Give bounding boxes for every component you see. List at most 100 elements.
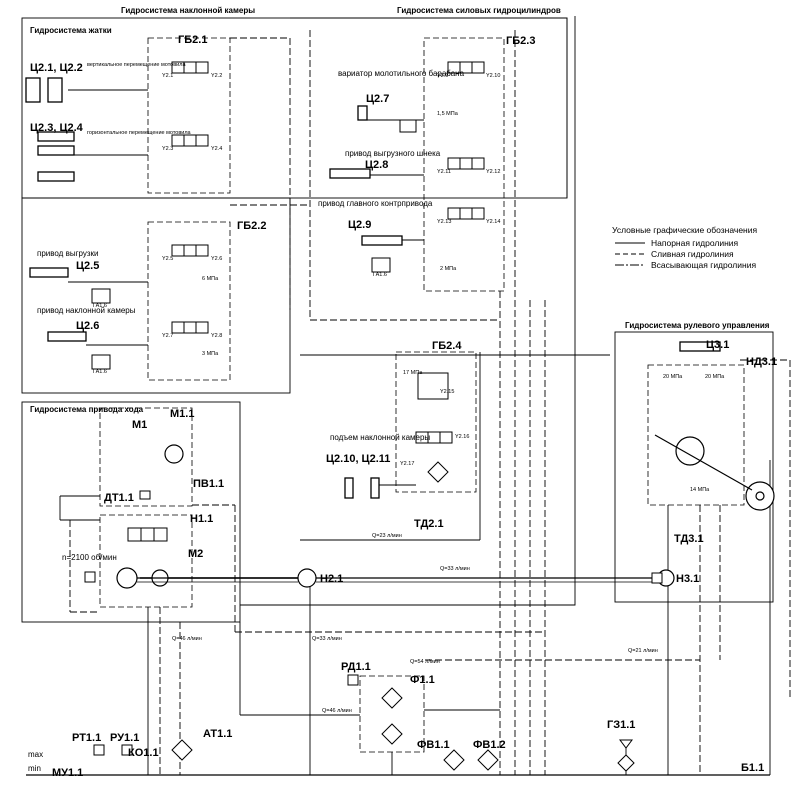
y24: Y2.4 [211,146,222,152]
y216: Y2.16 [455,434,469,440]
y212: Y2.12 [486,169,500,175]
m2-label: М2 [188,548,203,560]
frame-camera [21,197,291,394]
dt11-label: ДТ1.1 [104,492,134,504]
drive-system-title: Гидросистема привода хода [30,405,144,414]
y27: Y2.7 [162,333,173,339]
gb21-frame [147,37,231,194]
gb22-frame [147,221,231,381]
frame-drive [21,401,241,623]
y28: Y2.8 [211,333,222,339]
nd31-label: НД3.1 [746,356,777,368]
td21-label: ТД2.1 [414,518,444,530]
ga-label-1: ГА1.6 [93,303,107,309]
ko11-label: КО1.1 [128,747,159,759]
variator-caption: вариатор молотильного барабана [338,69,465,78]
y215: Y2.15 [440,389,454,395]
q33-label-2: Q=33 л/мин [312,636,342,642]
y22: Y2.2 [211,73,222,79]
n11-label: Н1.1 [190,513,213,525]
q23-label: Q=23 л/мин [372,533,402,539]
legend-item-pressure: Напорная гидролиния [651,238,739,248]
q54-label: Q=54 л/мин [410,659,440,665]
at11-label: АТ1.1 [203,728,232,740]
frame-cyl-bottom [240,16,576,606]
legend-item-drain: Сливная гидролиния [651,249,734,259]
q46-label: Q=46 л/мин [172,636,202,642]
m1-label: М1 [132,419,147,431]
gb24-label: ГБ2.4 [432,340,462,352]
min-label: min [28,764,41,773]
ga-label-2: ГА1.6 [93,369,107,375]
y213: Y2.13 [437,219,451,225]
gb24-frame [395,351,477,493]
camdrive-caption: привод наклонной камеры [37,306,136,315]
fv12-label: ФВ1.2 [473,739,506,751]
p2-label: 2 МПа [440,266,457,272]
y217: Y2.17 [400,461,414,467]
steering-system-title: Гидросистема рулевого управления [625,321,770,330]
camera-system-title: Гидросистема наклонной камеры [121,6,255,15]
p6-label: 6 МПа [202,276,219,282]
c28-label: Ц2.8 [365,159,388,171]
legend-title: Условные графические обозначения [612,225,757,235]
y23: Y2.3 [162,146,173,152]
f11-label: Ф1.1 [410,674,435,686]
c26-label: Ц2.6 [76,320,99,332]
c21-label: Ц2.1, Ц2.2 [30,62,83,74]
y25: Y2.5 [162,256,173,262]
auger-caption: привод выгрузного шнека [345,149,441,158]
unload-caption: привод выгрузки [37,249,99,258]
header-system-title: Гидросистема жатки [30,26,112,35]
n11-frame [99,514,193,608]
gb21-label: ГБ2.1 [178,34,207,46]
mu11-label: МУ1.1 [52,767,83,779]
gz11-label: ГЗ1.1 [607,719,635,731]
vertical-caption: вертикальное перемещение мотовила [87,62,186,68]
ru11-label: РУ1.1 [110,732,139,744]
frame-steering [614,331,774,603]
horizontal-caption: горизонтальное перемещение мотовила [87,130,192,136]
q46-label-2: Q=46 л/мин [322,708,352,714]
td31-label: ТД3.1 [674,533,704,545]
y211: Y2.11 [437,169,451,175]
rt11-label: РТ1.1 [72,732,101,744]
p3-label: 3 МПа [202,351,219,357]
nd31-frame [647,364,745,506]
q21-label: Q=21 л/мин [628,648,658,654]
gb23-frame [423,37,505,292]
c29-label: Ц2.9 [348,219,371,231]
gb22-label: ГБ2.2 [237,220,266,232]
fv11-label: ФВ1.1 [417,739,450,751]
legend-item-suction: Всасывающая гидролиния [651,260,756,270]
q33-label: Q=33 л/мин [440,566,470,572]
c31-label: Ц3.1 [706,339,729,351]
c210-label: Ц2.10, Ц2.11 [326,453,390,465]
p20-label-2: 20 МПа [705,374,725,380]
speed-label: n=2100 об/мин [62,553,117,562]
c25-label: Ц2.5 [76,260,99,272]
gb23-label: ГБ2.3 [506,35,535,47]
p15-label: 1,5 МПа [437,111,459,117]
p14-label: 14 МПа [690,487,710,493]
max-label: max [28,750,43,759]
m11-frame [99,407,193,507]
lift-caption: подъем наклонной камеры [330,433,430,442]
frame-cyl-top [290,17,568,198]
c23-label: Ц2.3, Ц2.4 [30,122,84,134]
ga-label-3: ГА1.6 [373,272,387,278]
rd11-label: РД1.1 [341,661,371,673]
b11-label: Б1.1 [741,762,764,774]
y21: Y2.1 [162,73,173,79]
maindrive-caption: привод главного контрпривода [318,199,433,208]
n31-label: Н3.1 [676,573,699,585]
m11-label: М1.1 [170,408,194,420]
y29: Y2.9 [437,73,448,79]
y26: Y2.6 [211,256,222,262]
p20-label: 20 МПа [663,374,683,380]
y214: Y2.14 [486,219,500,225]
y210: Y2.10 [486,73,500,79]
c27-label: Ц2.7 [366,93,389,105]
